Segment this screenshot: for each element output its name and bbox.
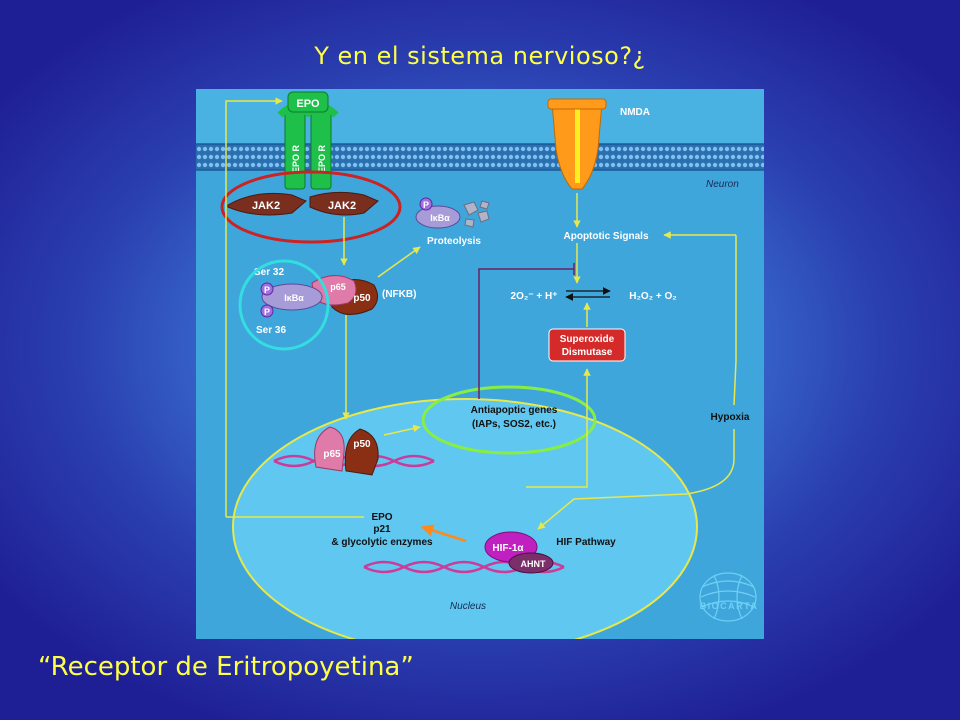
ikba-proteolysis-protein [415, 205, 461, 229]
cell-membrane [196, 144, 764, 170]
p65-dna [314, 426, 345, 472]
epo-output-line3: & glycolytic enzymes [331, 537, 433, 548]
epor-label-right: EPO R [317, 145, 327, 174]
epo-ligand [287, 91, 329, 113]
sod-line2: Dismutase [562, 347, 613, 358]
neuron-label: Neuron [706, 179, 739, 190]
hif1a-label: HIF-1α [492, 543, 524, 554]
highlight-cyan-circle [238, 259, 330, 351]
ser32-label: Ser 32 [254, 267, 284, 278]
jak2-left [227, 192, 307, 216]
pathway-arrows [225, 97, 737, 530]
phospho-p-ser32 [260, 282, 274, 296]
epo-output-line2: p21 [373, 524, 391, 535]
highlight-red-circle [220, 170, 402, 244]
superoxide-dismutase-box [548, 328, 626, 362]
jak2-right-label: JAK2 [328, 200, 356, 212]
phospho-p-ser32-label: P [264, 285, 270, 295]
inhibition-line [478, 263, 575, 399]
hif-pathway-label: HIF Pathway [556, 537, 616, 548]
phospho-p-top-label: P [423, 200, 429, 210]
nucleus-label: Nucleus [450, 601, 486, 612]
p65-dna-label: p65 [323, 449, 341, 460]
ahnt-label: AHNT [521, 559, 546, 569]
epor-label-left: EPO R [291, 145, 301, 174]
biocarta-logo [699, 572, 757, 622]
jak2-right [309, 191, 379, 216]
proteolysis-label: Proteolysis [427, 236, 481, 247]
antiapoptic-line2: (IAPs, SOS2, etc.) [472, 419, 556, 430]
p50-dna-label: p50 [353, 439, 371, 450]
hypoxia-label: Hypoxia [711, 412, 750, 423]
epo-receptor [277, 91, 339, 190]
p50-dna [344, 428, 379, 476]
phospho-p-ser36-label: P [264, 307, 270, 317]
ahnt-protein [508, 552, 554, 574]
antiapoptic-line1: Antiapoptic genes [471, 405, 558, 416]
phospho-p-top [419, 197, 433, 211]
p65-complex-label: p65 [330, 282, 346, 292]
biocarta-label: BIOCARTA [700, 601, 759, 611]
slide-title: Y en el sistema nervioso?¿ [314, 42, 646, 70]
proteolysis-fragments [463, 200, 490, 228]
slide-caption: “Receptor de Eritropoyetina” [38, 652, 414, 682]
orange-output-arrow [420, 524, 467, 543]
jak2-left-label: JAK2 [252, 200, 280, 212]
ikba-complex [261, 283, 323, 311]
epo-output-line1: EPO [371, 512, 392, 523]
ros-right-label: H₂O₂ + O₂ [629, 291, 677, 302]
nmda-label: NMDA [620, 107, 650, 118]
ikba-top-label: IκBα [430, 213, 450, 223]
ikba-complex-label: IκBα [284, 293, 304, 303]
epo-pathway-figure: EPO EPO R EPO R JAK2 JAK2 NMDA Neuron P … [196, 89, 764, 639]
nmda-receptor [547, 98, 607, 190]
p50-complex-label: p50 [353, 293, 371, 304]
ros-left-label: 2O₂⁻ + H⁺ [511, 291, 558, 302]
highlight-green-ellipse [421, 385, 597, 455]
nfkb-label: (NFKB) [382, 289, 416, 300]
epo-label: EPO [296, 98, 320, 110]
extracellular-space [196, 89, 764, 144]
phospho-p-ser36 [260, 304, 274, 318]
sod-line1: Superoxide [560, 334, 615, 345]
apoptotic-signals-label: Apoptotic Signals [564, 231, 649, 242]
ser36-label: Ser 36 [256, 325, 286, 336]
